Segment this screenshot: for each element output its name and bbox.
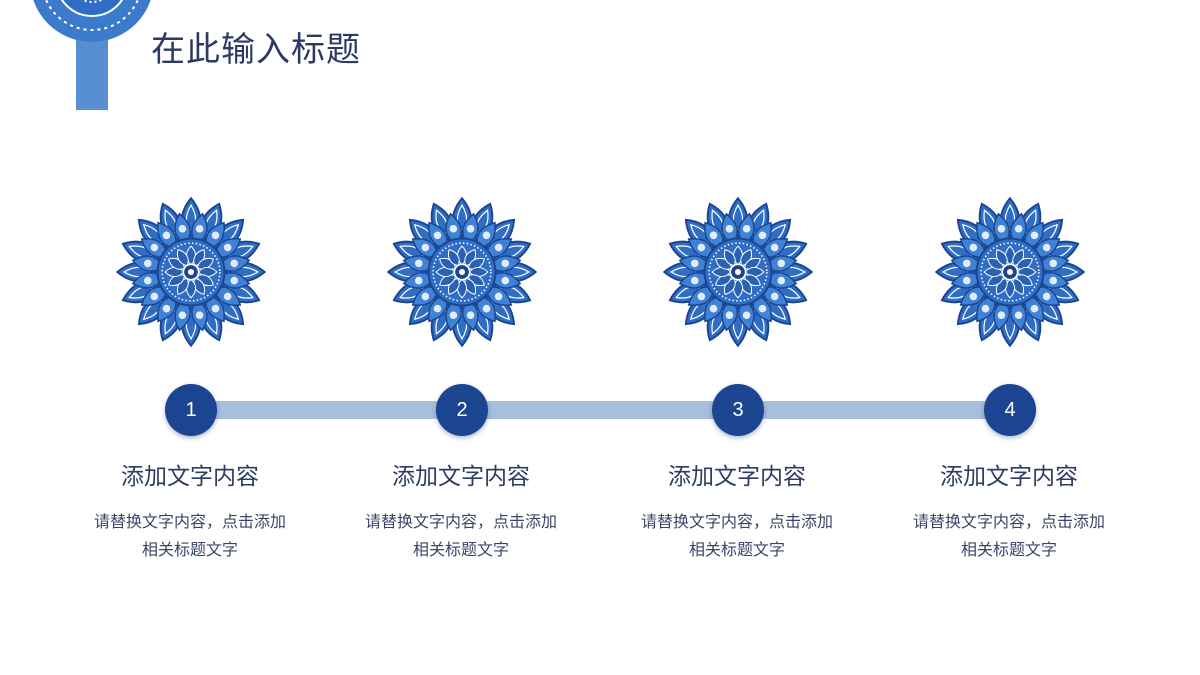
- step-heading: 添加文字内容: [392, 464, 530, 490]
- step-description: 请替换文字内容，点击添加 相关标题文字: [351, 508, 571, 564]
- step-description-line-2: 相关标题文字: [412, 540, 509, 559]
- timeline-step-1: 1 添加文字内容 请替换文字内容，点击添加 相关标题文字: [70, 0, 310, 675]
- timeline-step-2: 2 添加文字内容 请替换文字内容，点击添加 相关标题文字: [341, 0, 581, 675]
- step-description-line-2: 相关标题文字: [141, 540, 238, 559]
- timeline-step-3: 3 添加文字内容 请替换文字内容，点击添加 相关标题文字: [617, 0, 857, 675]
- step-description-line-1: 请替换文字内容，点击添加: [93, 512, 286, 531]
- step-description-line-1: 请替换文字内容，点击添加: [912, 512, 1105, 531]
- step-description: 请替换文字内容，点击添加 相关标题文字: [80, 508, 300, 564]
- step-description: 请替换文字内容，点击添加 相关标题文字: [899, 508, 1119, 564]
- corner-ornament-icon: [33, 0, 151, 110]
- step-heading: 添加文字内容: [940, 464, 1078, 490]
- page-title: 在此输入标题: [151, 30, 361, 70]
- step-number-badge: 4: [984, 384, 1036, 436]
- step-heading: 添加文字内容: [121, 464, 259, 490]
- mandala-icon: [386, 196, 538, 348]
- step-number-badge: 2: [436, 384, 488, 436]
- step-description-line-2: 相关标题文字: [960, 540, 1057, 559]
- step-description-line-2: 相关标题文字: [688, 540, 785, 559]
- step-number-badge: 1: [165, 384, 217, 436]
- mandala-icon: [934, 196, 1086, 348]
- timeline-track: [190, 401, 1010, 419]
- timeline-step-4: 4 添加文字内容 请替换文字内容，点击添加 相关标题文字: [889, 0, 1129, 675]
- step-heading: 添加文字内容: [668, 464, 806, 490]
- step-description-line-1: 请替换文字内容，点击添加: [640, 512, 833, 531]
- mandala-icon: [662, 196, 814, 348]
- mandala-icon: [115, 196, 267, 348]
- step-description-line-1: 请替换文字内容，点击添加: [364, 512, 557, 531]
- step-description: 请替换文字内容，点击添加 相关标题文字: [627, 508, 847, 564]
- step-number-badge: 3: [712, 384, 764, 436]
